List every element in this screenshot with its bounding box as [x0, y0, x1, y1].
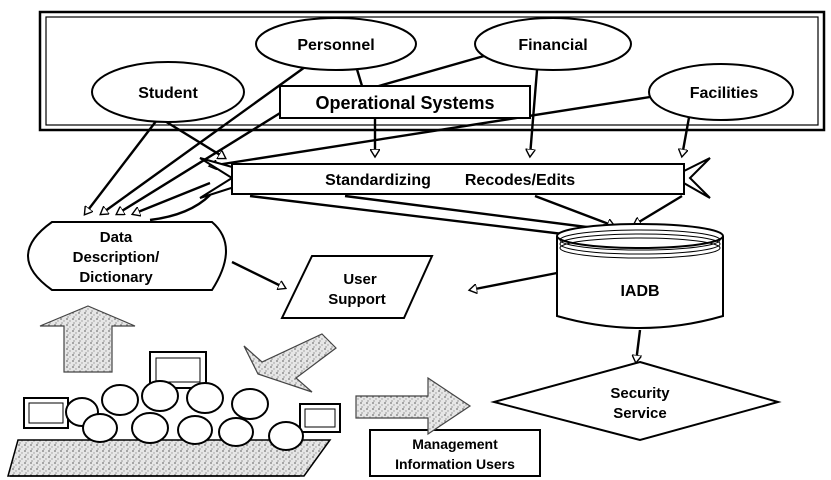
user-support-line-2: Support — [328, 291, 386, 308]
security-service-line-1: Security — [610, 385, 670, 402]
users-group-illustration — [7, 351, 341, 477]
source-facilities-label: Facilities — [690, 85, 759, 102]
source-facilities: Facilities — [648, 63, 794, 121]
management-info-users-line-1: Management — [412, 436, 498, 452]
source-student: Student — [91, 61, 245, 123]
computer-monitor-icon — [23, 397, 69, 429]
data-dictionary-line-2: Description/ — [73, 249, 161, 266]
operational-systems-label: Operational Systems — [315, 93, 494, 113]
security-service: Security Service — [490, 360, 782, 442]
operational-systems-frame-inner — [45, 16, 819, 126]
iadb-database: IADB — [556, 223, 724, 329]
iadb-label: IADB — [620, 283, 659, 300]
source-personnel: Personnel — [255, 17, 417, 71]
computer-monitor-icon — [299, 403, 341, 433]
management-info-users-line-2: Information Users — [395, 456, 515, 472]
up-arrow-icon — [39, 305, 136, 373]
operational-systems-box: Operational Systems — [279, 85, 531, 119]
data-dictionary-line-1: Data — [100, 229, 133, 246]
data-dictionary-line-3: Dictionary — [79, 269, 153, 286]
source-financial-label: Financial — [518, 37, 587, 54]
source-personnel-label: Personnel — [297, 37, 374, 54]
standardizing-band: Standardizing Recodes/Edits — [199, 157, 711, 199]
source-financial: Financial — [474, 17, 632, 71]
security-service-line-2: Service — [613, 405, 666, 422]
recodes-edits-label: Recodes/Edits — [465, 172, 575, 189]
standardizing-label: Standardizing — [325, 172, 431, 189]
user-support: User Support — [280, 255, 434, 319]
data-dictionary: Data Description/ Dictionary — [27, 221, 227, 291]
down-left-arrow-icon — [243, 333, 337, 393]
source-student-label: Student — [138, 85, 198, 102]
management-info-users: Management Information Users — [369, 429, 541, 477]
right-arrow-icon — [355, 376, 472, 436]
user-support-line-1: User — [343, 271, 377, 288]
